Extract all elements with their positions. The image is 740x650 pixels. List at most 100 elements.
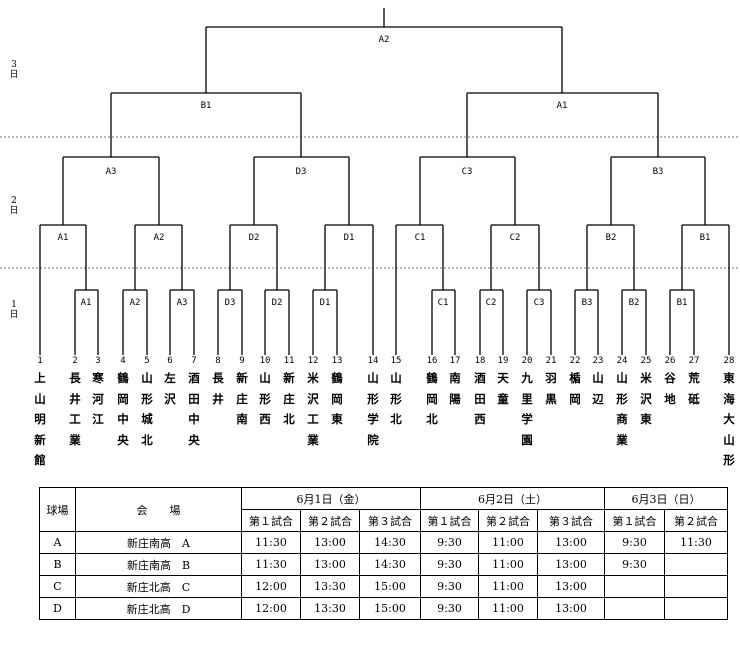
team-number: 16 bbox=[426, 356, 438, 366]
time-cell: 14:30 bbox=[359, 531, 421, 554]
team-number: 12 bbox=[307, 356, 319, 366]
team-number: 3 bbox=[95, 356, 101, 366]
team-name: 鶴岡東 bbox=[331, 371, 343, 426]
team-name: 山形西 bbox=[259, 371, 271, 426]
team-number: 13 bbox=[331, 356, 343, 366]
time-cell: 9:30 bbox=[420, 597, 479, 620]
match-label-round1: A3 bbox=[177, 298, 188, 308]
time-cell: 9:30 bbox=[420, 553, 479, 576]
time-cell: 11:30 bbox=[241, 553, 301, 576]
team-name: 荒砥 bbox=[688, 371, 700, 406]
match-label-round2: C1 bbox=[415, 233, 426, 243]
game-header: 第３試合 bbox=[537, 509, 605, 532]
team-entry: 24 山形商業 bbox=[612, 356, 632, 450]
time-cell: 13:00 bbox=[537, 531, 605, 554]
match-label-semi: B1 bbox=[201, 101, 212, 111]
time-cell bbox=[664, 553, 728, 576]
team-name: 鶴岡北 bbox=[426, 371, 438, 426]
time-cell: 9:30 bbox=[420, 575, 479, 598]
team-number: 18 bbox=[474, 356, 486, 366]
day-label-number: 3 bbox=[11, 60, 17, 70]
time-cell: 13:30 bbox=[300, 597, 360, 620]
day-header: 6月3日（日） bbox=[604, 487, 728, 510]
time-cell: 9:30 bbox=[420, 531, 479, 554]
time-cell: 14:30 bbox=[359, 553, 421, 576]
team-name: 山形商業 bbox=[616, 371, 628, 447]
field-cell: B bbox=[39, 553, 76, 576]
time-cell bbox=[664, 575, 728, 598]
time-cell: 15:00 bbox=[359, 597, 421, 620]
day-label: 3 日 bbox=[8, 60, 20, 80]
match-label-quarter: B3 bbox=[653, 167, 664, 177]
team-name: 谷地 bbox=[664, 371, 676, 406]
team-number: 17 bbox=[449, 356, 461, 366]
schedule-table: 球場 会 場 6月1日（金） 6月2日（土） 6月3日（日） 第１試合 第２試合… bbox=[39, 487, 728, 620]
match-label-round1: B1 bbox=[677, 298, 688, 308]
time-cell bbox=[604, 597, 665, 620]
schedule-row: C 新庄北高 C 12:00 13:30 15:00 9:30 11:00 13… bbox=[39, 575, 728, 598]
team-name: 左沢 bbox=[164, 371, 176, 406]
time-cell: 13:00 bbox=[300, 553, 360, 576]
team-number: 14 bbox=[367, 356, 379, 366]
team-name: 羽黒 bbox=[545, 371, 557, 406]
time-cell: 11:30 bbox=[241, 531, 301, 554]
game-header: 第１試合 bbox=[241, 509, 301, 532]
tournament-bracket: A2 B1 A1 A3 D3 C3 B3 A1 A2 D2 D1 C1 C2 bbox=[0, 8, 740, 355]
team-number: 9 bbox=[239, 356, 245, 366]
schedule-row: B 新庄南高 B 11:30 13:00 14:30 9:30 11:00 13… bbox=[39, 553, 728, 576]
team-name: 上山明新館 bbox=[34, 371, 46, 467]
team-number: 22 bbox=[569, 356, 581, 366]
team-entry: 26 谷地 bbox=[660, 356, 680, 409]
team-number: 24 bbox=[616, 356, 628, 366]
match-label-round2: B1 bbox=[700, 233, 711, 243]
match-label-final: A2 bbox=[379, 35, 390, 45]
time-cell: 13:00 bbox=[537, 553, 605, 576]
schedule-day-header-row: 球場 会 場 6月1日（金） 6月2日（土） 6月3日（日） bbox=[39, 487, 728, 532]
venue-cell: 新庄北高 C bbox=[75, 575, 242, 598]
day-label: 1 日 bbox=[8, 300, 20, 320]
col-header-field: 球場 bbox=[39, 487, 76, 532]
time-cell: 15:00 bbox=[359, 575, 421, 598]
match-label-round1: B2 bbox=[629, 298, 640, 308]
team-number: 6 bbox=[167, 356, 173, 366]
team-number: 26 bbox=[664, 356, 676, 366]
time-cell: 13:00 bbox=[537, 597, 605, 620]
day-label-kanji: 日 bbox=[9, 310, 19, 320]
time-cell: 11:00 bbox=[478, 575, 538, 598]
team-name: 山辺 bbox=[592, 371, 604, 406]
schedule-game-header-row: 第１試合 第２試合 第３試合 第１試合 第２試合 第３試合 第１試合 第２試合 bbox=[40, 509, 728, 532]
game-header: 第１試合 bbox=[420, 509, 479, 532]
time-cell: 12:00 bbox=[241, 597, 301, 620]
game-header: 第２試合 bbox=[478, 509, 538, 532]
time-cell: 11:00 bbox=[478, 553, 538, 576]
team-name: 南陽 bbox=[449, 371, 461, 406]
team-number: 20 bbox=[521, 356, 533, 366]
time-cell: 11:00 bbox=[478, 531, 538, 554]
match-label-round1: C3 bbox=[534, 298, 545, 308]
team-name: 鶴岡中央 bbox=[117, 371, 129, 447]
match-label-quarter: A3 bbox=[106, 167, 117, 177]
match-label-round2: B2 bbox=[606, 233, 617, 243]
match-label-round1: D2 bbox=[272, 298, 283, 308]
team-number: 15 bbox=[390, 356, 402, 366]
venue-cell: 新庄南高 A bbox=[75, 531, 242, 554]
match-label-round2: A1 bbox=[58, 233, 69, 243]
field-cell: C bbox=[39, 575, 76, 598]
schedule-row: D 新庄北高 D 12:00 13:30 15:00 9:30 11:00 13… bbox=[39, 597, 728, 620]
schedule-row: A 新庄南高 A 11:30 13:00 14:30 9:30 11:00 13… bbox=[39, 531, 728, 554]
team-number: 7 bbox=[191, 356, 197, 366]
team-entry: 17 南陽 bbox=[445, 356, 465, 409]
team-entry: 6 左沢 bbox=[160, 356, 180, 409]
day-header: 6月2日（土） bbox=[420, 487, 605, 510]
match-label-round1: A1 bbox=[81, 298, 92, 308]
